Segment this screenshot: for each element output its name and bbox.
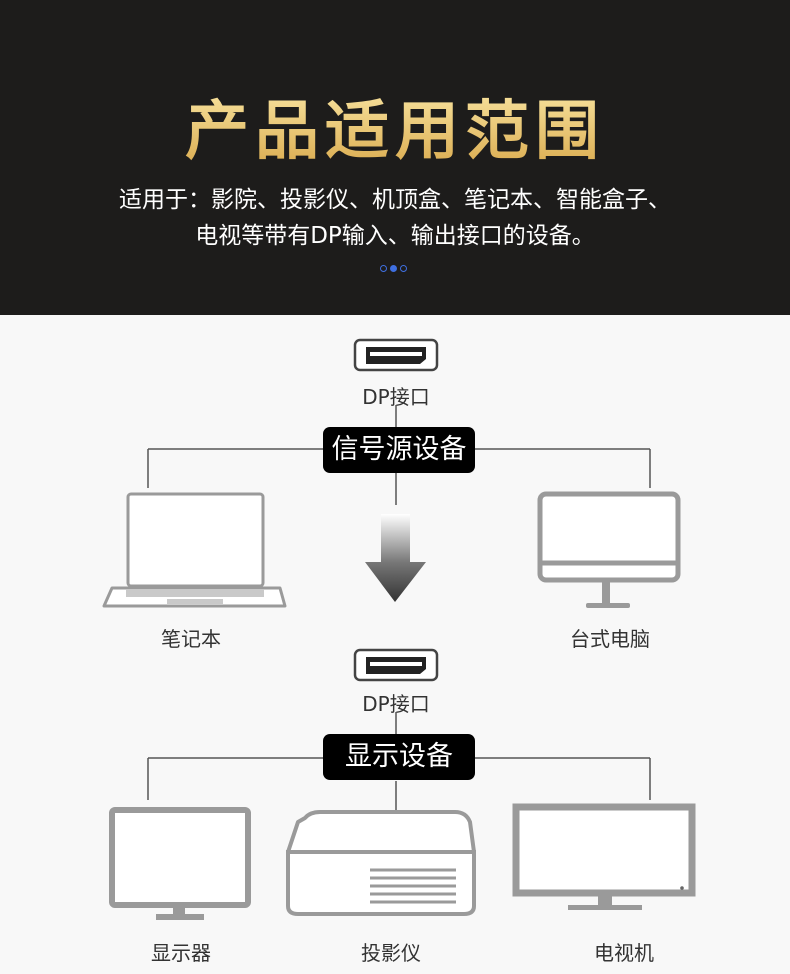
dp-port-label: DP接口 <box>362 385 430 409</box>
tv-icon <box>512 803 696 910</box>
dp-port-label: DP接口 <box>362 692 430 716</box>
projector-icon <box>286 810 476 916</box>
source-device-badge: 信号源设备 <box>323 427 475 473</box>
laptop-icon <box>102 492 287 608</box>
monitor-icon <box>109 807 251 920</box>
desktop-label: 台式电脑 <box>570 627 650 651</box>
dp-port-icon <box>353 338 439 372</box>
connection-diagram <box>102 338 696 920</box>
carousel-dots <box>380 265 407 272</box>
projector-label: 投影仪 <box>361 941 421 965</box>
tv-label: 电视机 <box>594 941 654 965</box>
laptop-label: 笔记本 <box>161 627 221 651</box>
page-title: 产品适用范围 <box>0 80 790 172</box>
description-line-2: 电视等带有DP输入、输出接口的设备。 <box>195 223 595 249</box>
dp-port-icon <box>353 648 439 682</box>
carousel-dot-active[interactable] <box>390 265 397 272</box>
description-line-1: 适用于：影院、投影仪、机顶盒、笔记本、智能盒子、 <box>119 187 671 213</box>
diagram-area: DP接口 信号源设备 笔记本 台式电脑 DP接口 显示设备 显示器 投影仪 电视… <box>0 315 790 974</box>
monitor-label: 显示器 <box>151 941 211 965</box>
desktop-monitor-icon <box>537 491 681 608</box>
carousel-dot[interactable] <box>380 265 387 272</box>
carousel-dot[interactable] <box>400 265 407 272</box>
down-arrow-icon <box>365 514 426 602</box>
display-device-badge: 显示设备 <box>323 734 475 780</box>
header-banner: 产品适用范围 适用于：影院、投影仪、机顶盒、笔记本、智能盒子、 电视等带有DP输… <box>0 0 790 315</box>
